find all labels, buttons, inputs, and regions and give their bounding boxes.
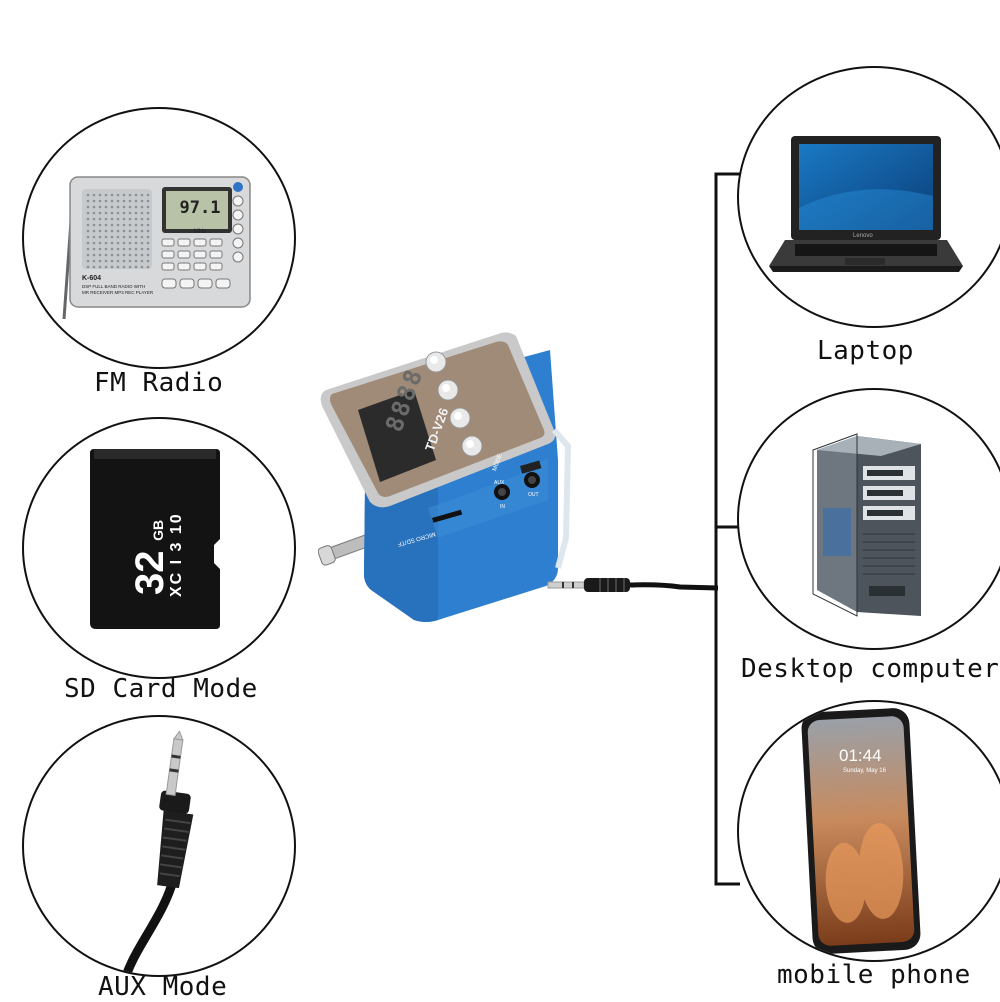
- speaker-illustration: [318, 332, 572, 622]
- aux-circle: [22, 715, 296, 977]
- sd-capacity-unit: GB: [150, 519, 166, 541]
- speaker-port-aux: AUX: [494, 480, 505, 486]
- sd-capacity: 32: [128, 550, 172, 596]
- phone-illustration: [801, 708, 921, 954]
- sd-card-label: SD Card Mode: [64, 674, 258, 704]
- radio-desc-1: DSP FULL BAND RADIO WITH: [82, 284, 146, 289]
- laptop-brand: Lenovo: [853, 233, 873, 239]
- phone-circle: 01:44 Sunday, May 16: [737, 700, 1000, 962]
- phone-date: Sunday, May 16: [843, 768, 886, 774]
- desktop-circle: [737, 388, 1000, 650]
- desktop-tower-illustration: [812, 433, 921, 617]
- aux-mode-label: AUX Mode: [98, 972, 228, 1002]
- mobile-phone-label: mobile phone: [777, 960, 971, 990]
- fm-radio-illustration: [62, 176, 251, 320]
- sd-card-illustration: [90, 449, 220, 629]
- sd-card-circle: 32 GB XC I 3 10: [22, 417, 296, 679]
- radio-desc-2: MR RECEIVER MP3 REC PLAYER: [82, 290, 154, 295]
- connection-cable: [547, 578, 719, 592]
- fm-radio-label: FM Radio: [94, 368, 224, 398]
- aux-cable-illustration: [121, 730, 194, 975]
- laptop-label: Laptop: [817, 336, 914, 366]
- speaker-port-out: OUT: [528, 492, 539, 498]
- fm-radio-circle: 97.1 MHz K-604 DSP FULL BAND RADIO WITH …: [22, 107, 296, 369]
- laptop-circle: Lenovo: [737, 66, 1000, 328]
- sd-class-marks: XC I 3 10: [168, 512, 185, 597]
- phone-time: 01:44: [839, 746, 882, 765]
- desktop-computer-label: Desktop computer: [741, 654, 1000, 684]
- laptop-illustration: [769, 136, 963, 272]
- radio-frequency-unit: MHz: [193, 229, 207, 235]
- speaker-device: 8888 TD-V26 MODE MICRO SD/TF AUX IN OUT: [318, 330, 578, 630]
- radio-model: K-604: [82, 275, 102, 282]
- connection-bracket: [714, 172, 740, 886]
- radio-frequency: 97.1: [179, 198, 221, 218]
- speaker-port-in: IN: [500, 504, 505, 510]
